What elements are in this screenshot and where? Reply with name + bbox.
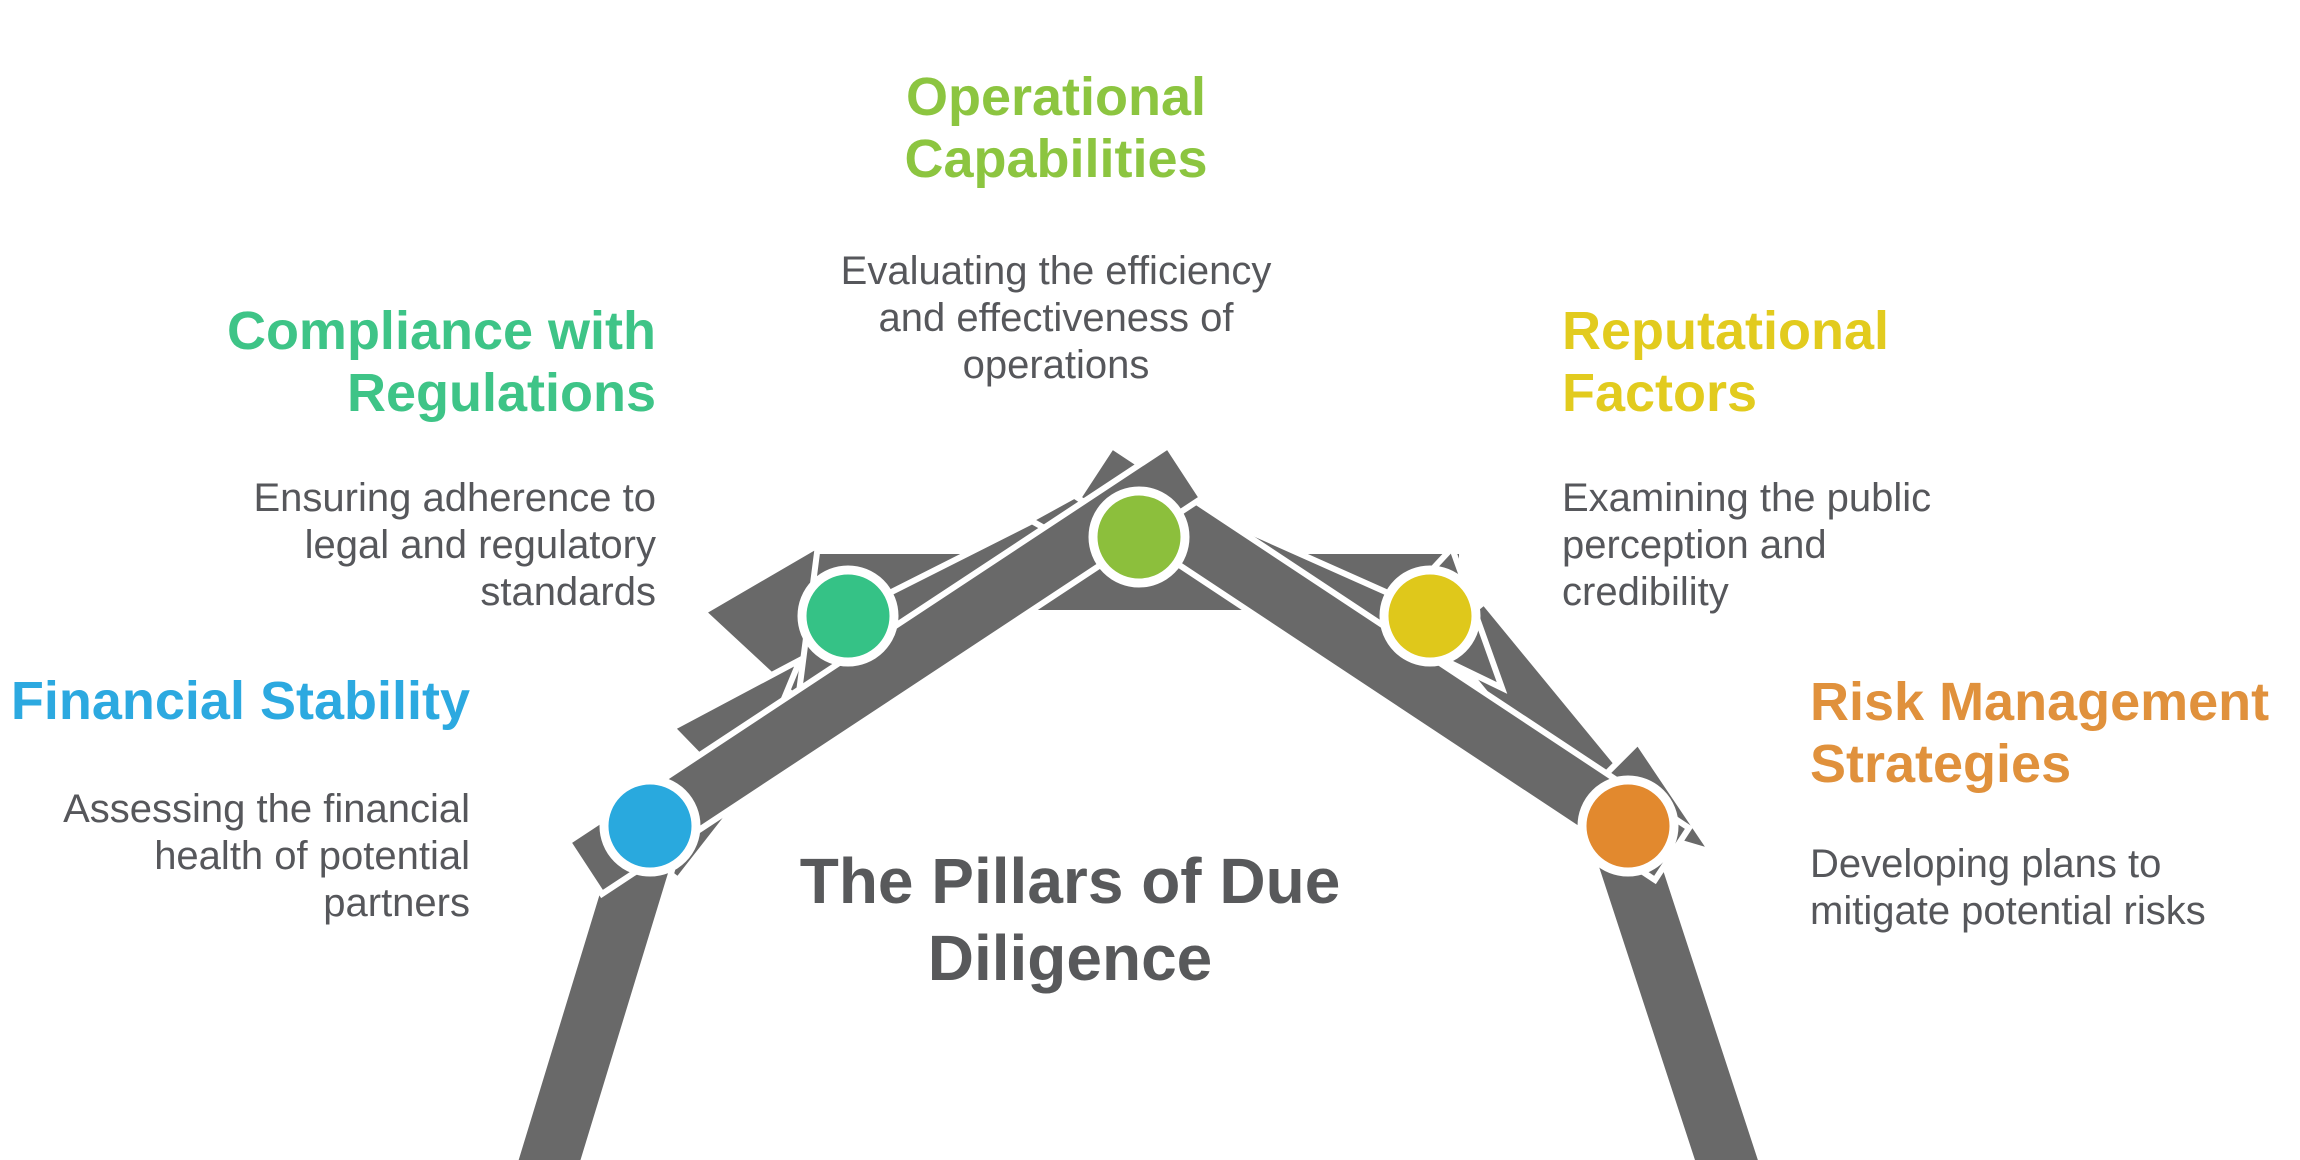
pillar-financial-description: Assessing the financial health of potent… [63,787,470,925]
pillar-risk: Risk Management Strategies Developing pl… [1810,653,2269,953]
pillar-reputational: Reputational Factors Examining the publi… [1562,282,1931,634]
pillar-compliance-description: Ensuring adherence to legal and regulato… [253,476,657,614]
pillar-risk-description: Developing plans to mitigate potential r… [1810,842,2206,933]
diagram-title: The Pillars of Due Diligence [799,845,1341,994]
node-circle-compliance [797,565,899,667]
pillar-compliance-heading: Compliance with Regulations [226,301,656,423]
pillar-financial: Financial Stability Assessing the financ… [11,652,470,945]
node-circle-operational [1088,486,1190,588]
pillar-risk-heading: Risk Management Strategies [1810,672,2270,794]
pillar-compliance: Compliance with Regulations Ensuring adh… [227,282,656,634]
pillar-operational-heading: Operational Capabilities [904,67,1208,189]
pillar-operational: Operational Capabilities Evaluating the … [706,48,1406,407]
pillar-operational-description: Evaluating the efficiency and effectiven… [840,249,1272,387]
pillar-financial-heading: Financial Stability [10,671,470,731]
pillar-reputational-description: Examining the public perception and cred… [1562,476,1932,614]
node-circle-reputational [1379,565,1481,667]
right-rafter-beam [1073,441,1694,885]
node-circle-financial [599,775,701,877]
pillar-reputational-heading: Reputational Factors [1562,301,1890,423]
node-circle-risk [1577,775,1679,877]
left-rafter-beam [563,441,1207,899]
